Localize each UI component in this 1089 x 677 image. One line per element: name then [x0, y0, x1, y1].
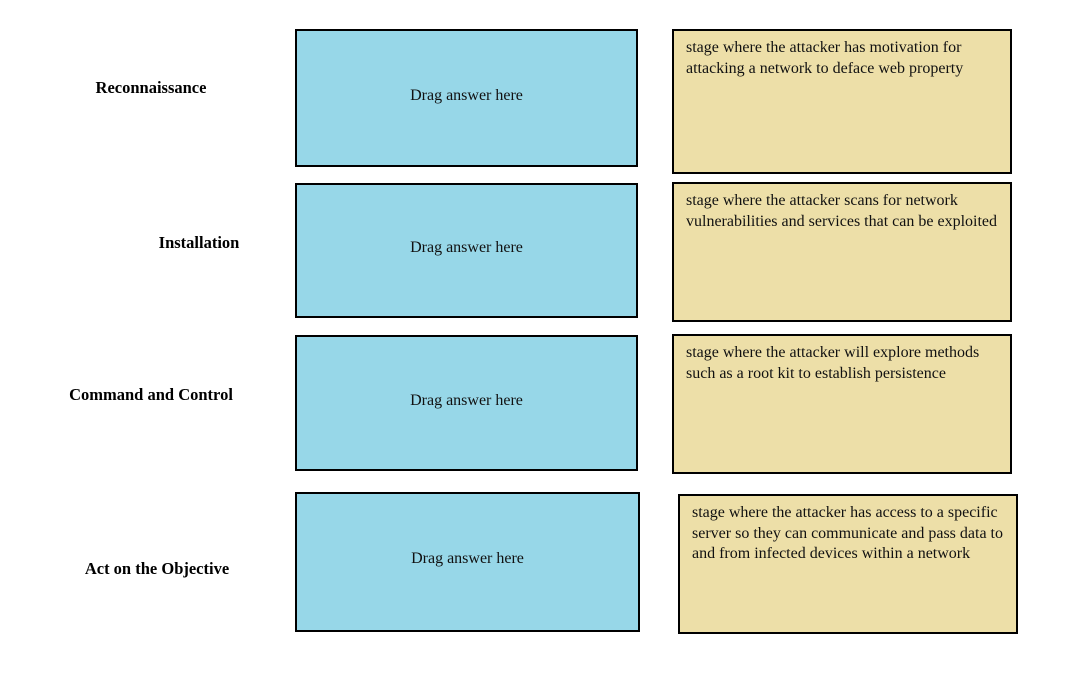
description-card-3[interactable]: stage where the attacker will explore me…	[672, 334, 1012, 474]
description-text-3: stage where the attacker will explore me…	[686, 344, 980, 382]
description-text-4: stage where the attacker has access to a…	[692, 504, 1003, 563]
stage-label-act-on-the-objective: Act on the Objective	[84, 559, 230, 578]
description-card-4[interactable]: stage where the attacker has access to a…	[678, 494, 1018, 634]
description-card-2[interactable]: stage where the attacker scans for netwo…	[672, 182, 1012, 322]
drop-zone-placeholder: Drag answer here	[410, 392, 523, 409]
drop-zone-placeholder: Drag answer here	[410, 87, 523, 104]
description-text-2: stage where the attacker scans for netwo…	[686, 192, 997, 230]
drop-zone-reconnaissance[interactable]: Drag answer here	[295, 29, 638, 167]
drop-zone-installation[interactable]: Drag answer here	[295, 183, 638, 318]
stage-label-reconnaissance: Reconnaissance	[95, 78, 207, 97]
description-card-1[interactable]: stage where the attacker has motivation …	[672, 29, 1012, 174]
stage-label-installation: Installation	[158, 233, 240, 252]
description-text-1: stage where the attacker has motivation …	[686, 39, 964, 77]
drop-zone-placeholder: Drag answer here	[411, 550, 524, 567]
stage-label-command-and-control: Command and Control	[69, 385, 233, 404]
drop-zone-act-on-the-objective[interactable]: Drag answer here	[295, 492, 640, 632]
drop-zone-placeholder: Drag answer here	[410, 239, 523, 256]
drop-zone-command-and-control[interactable]: Drag answer here	[295, 335, 638, 471]
